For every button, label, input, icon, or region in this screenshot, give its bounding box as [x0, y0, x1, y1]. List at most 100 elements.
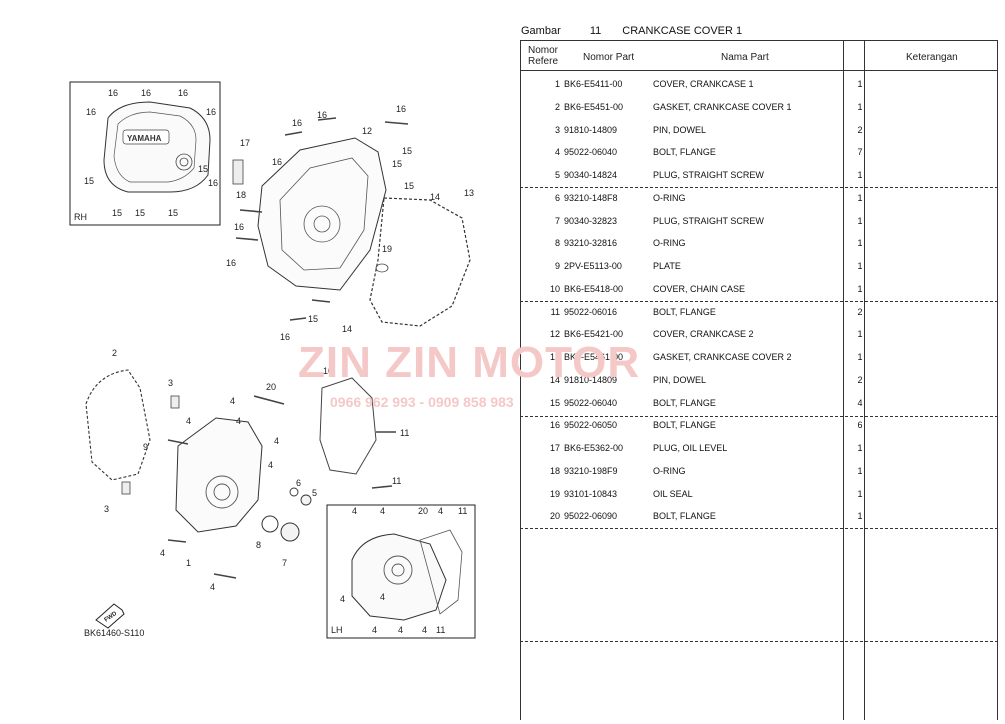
col-header-notes: Keterangan — [906, 52, 958, 63]
part-name: O-RING — [653, 465, 686, 476]
ref-number: 17 — [549, 443, 560, 453]
main-callouts: 16 16 12 16 15 15 15 17 16 18 16 16 14 1… — [226, 104, 474, 342]
ref-number: 10 — [549, 283, 560, 294]
svg-text:15: 15 — [392, 159, 402, 169]
ref-number: 11 — [550, 306, 560, 317]
part-number: 95022-06040 — [564, 147, 618, 158]
ref-number: 6 — [554, 192, 560, 203]
part-number: BK6-E5418-00 — [564, 283, 624, 294]
quantity: 1 — [857, 443, 863, 453]
svg-text:15: 15 — [404, 181, 414, 191]
svg-text:12: 12 — [362, 126, 372, 136]
quantity: 7 — [857, 147, 863, 158]
figure-name: CRANKCASE COVER 1 — [622, 25, 743, 37]
svg-text:13: 13 — [464, 188, 474, 198]
part-number: 93210-148F8 — [564, 192, 618, 203]
svg-text:9: 9 — [143, 442, 148, 452]
quantity: 1 — [857, 511, 863, 522]
svg-text:8: 8 — [256, 540, 261, 550]
ref-number: 19 — [549, 488, 560, 499]
ref-number: 18 — [549, 465, 560, 476]
ref-number: 3 — [554, 124, 560, 135]
part-name: COVER, CRANKCASE 2 — [653, 329, 754, 340]
part-name: O-RING — [653, 238, 686, 249]
part-number: 95022-06050 — [564, 420, 618, 431]
part-number: 95022-06016 — [564, 306, 618, 317]
lh-inset: LH 4 4 20 4 11 4 4 4 4 11 4 — [326, 504, 476, 639]
ref-number: 20 — [549, 511, 560, 522]
parts-table: Nomor Refere Nomor Part Nama Part Ketera… — [520, 40, 998, 720]
part-name: PLUG, STRAIGHT SCREW — [653, 170, 764, 180]
svg-text:4: 4 — [422, 625, 427, 635]
part-name: COVER, CHAIN CASE — [653, 283, 746, 294]
part-number: 95022-06090 — [564, 511, 618, 522]
svg-text:19: 19 — [382, 244, 392, 254]
svg-text:11: 11 — [400, 428, 409, 438]
quantity: 1 — [857, 238, 863, 249]
svg-text:20: 20 — [266, 382, 276, 392]
ref-number: 1 — [554, 79, 560, 89]
svg-text:2: 2 — [112, 348, 117, 358]
svg-text:20: 20 — [418, 506, 428, 516]
svg-text:15: 15 — [402, 146, 412, 156]
svg-text:4: 4 — [398, 625, 403, 635]
crankcase-cover-1-assembly: 2 3 20 10 9 4 4 4 4 11 4 6 5 11 3 8 7 4 … — [85, 348, 409, 592]
quantity: 1 — [857, 352, 863, 362]
ref-number: 2 — [554, 101, 560, 112]
svg-text:16: 16 — [108, 88, 118, 98]
quantity: 1 — [857, 215, 863, 226]
ref-number: 15 — [549, 397, 560, 408]
svg-text:4: 4 — [230, 396, 235, 406]
quantity: 2 — [857, 374, 863, 385]
quantity: 4 — [857, 397, 863, 408]
quantity: 1 — [857, 79, 863, 89]
svg-text:16: 16 — [226, 258, 236, 268]
svg-text:11: 11 — [458, 506, 467, 516]
quantity: 1 — [857, 488, 863, 499]
figure-number: 11 — [589, 25, 602, 37]
part-number: BK6-E5461-00 — [564, 352, 624, 362]
svg-text:4: 4 — [372, 625, 377, 635]
svg-text:4: 4 — [380, 506, 385, 516]
part-number: 93210-32816 — [564, 238, 618, 249]
svg-text:15: 15 — [84, 176, 94, 186]
ref-number: 4 — [554, 147, 560, 158]
rh-inset: RH YAMAHA 16 16 16 16 16 15 15 15 15 15 … — [69, 81, 221, 226]
svg-text:4: 4 — [380, 592, 385, 602]
part-number: 93210-198F9 — [564, 465, 618, 476]
svg-text:4: 4 — [236, 416, 241, 426]
part-name: PLUG, OIL LEVEL — [653, 443, 728, 453]
yamaha-logo-text: YAMAHA — [127, 134, 162, 143]
part-name: PLUG, STRAIGHT SCREW — [653, 215, 764, 226]
svg-text:16: 16 — [272, 157, 282, 167]
ref-number: 5 — [554, 170, 560, 180]
quantity: 2 — [857, 124, 863, 135]
part-number: 93101-10843 — [564, 488, 618, 499]
svg-text:11: 11 — [436, 625, 445, 635]
svg-text:4: 4 — [352, 506, 357, 516]
svg-text:11: 11 — [392, 476, 401, 486]
svg-text:3: 3 — [104, 504, 109, 514]
quantity: 2 — [857, 306, 863, 317]
ref-number: 13 — [549, 352, 560, 362]
svg-text:5: 5 — [312, 488, 317, 498]
svg-text:16: 16 — [396, 104, 406, 114]
table-row: 10 BK6-E5418-00 COVER, CHAIN CASE 1 — [520, 278, 998, 301]
quantity: 1 — [857, 192, 863, 203]
quantity: 1 — [857, 283, 863, 294]
lh-inset-callouts: 4 4 20 4 11 4 4 4 4 11 4 — [340, 506, 467, 635]
part-name: BOLT, FLANGE — [653, 420, 716, 431]
svg-text:17: 17 — [240, 138, 250, 148]
quantity: 1 — [857, 261, 863, 271]
quantity: 1 — [857, 329, 863, 340]
rh-inset-label: RH — [74, 212, 87, 222]
